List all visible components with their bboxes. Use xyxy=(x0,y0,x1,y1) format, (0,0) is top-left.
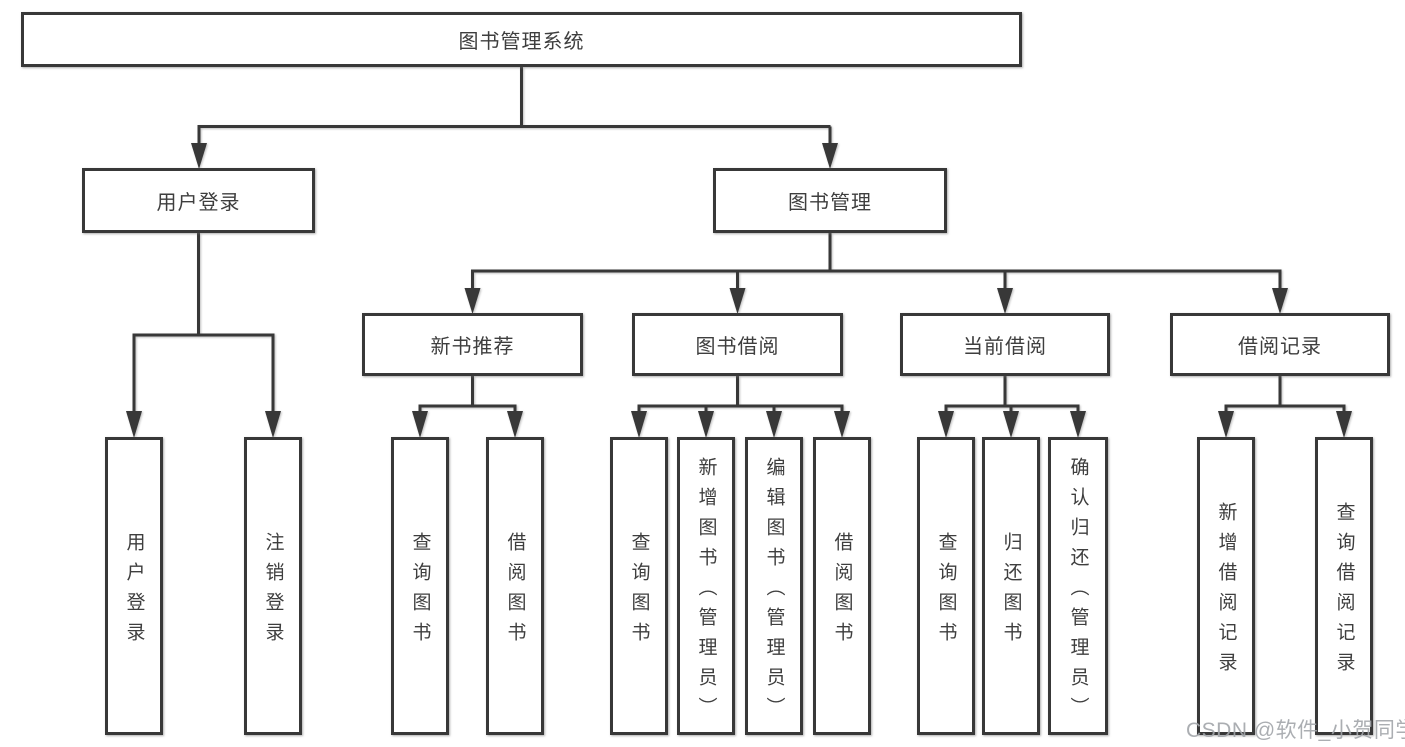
node-root-system: 图书管理系统 xyxy=(21,12,1022,67)
csdn-watermark: CSDN @软件_小贺同学 xyxy=(1186,719,1405,742)
leaf-edit-books-admin: 编辑图书（管理员） xyxy=(745,437,803,735)
leaf-label: 用户登录 xyxy=(123,531,145,652)
leaf-query-books-2: 查询图书 xyxy=(610,437,668,735)
leaf-label: 新增借阅记录 xyxy=(1215,501,1237,682)
leaf-label: 借阅图书 xyxy=(831,531,853,652)
node-label: 图书借阅 xyxy=(695,336,780,358)
leaf-label: 编辑图书（管理员） xyxy=(763,456,785,727)
node-label: 用户登录 xyxy=(156,192,241,214)
leaf-user-login: 用户登录 xyxy=(105,437,163,735)
leaf-label: 查询图书 xyxy=(935,531,957,652)
leaf-add-books-admin: 新增图书（管理员） xyxy=(677,437,735,735)
node-current-borrow: 当前借阅 xyxy=(900,313,1110,376)
leaf-query-books-3: 查询图书 xyxy=(917,437,975,735)
leaf-label: 注销登录 xyxy=(262,531,284,652)
leaf-add-borrow-record: 新增借阅记录 xyxy=(1197,437,1255,735)
node-new-book-recommend: 新书推荐 xyxy=(362,313,583,376)
leaf-label: 归还图书 xyxy=(1000,531,1022,652)
node-label: 图书管理 xyxy=(788,192,872,214)
node-borrow-records: 借阅记录 xyxy=(1170,313,1390,376)
leaf-label: 确认归还（管理员） xyxy=(1067,456,1089,727)
node-label: 当前借阅 xyxy=(963,336,1047,358)
leaf-logout: 注销登录 xyxy=(244,437,302,735)
node-label: 借阅记录 xyxy=(1238,336,1322,358)
node-book-management: 图书管理 xyxy=(713,168,947,233)
leaf-borrow-books-1: 借阅图书 xyxy=(486,437,544,735)
node-root-label: 图书管理系统 xyxy=(458,31,585,53)
leaf-label: 新增图书（管理员） xyxy=(695,456,717,727)
leaf-label: 借阅图书 xyxy=(504,531,526,652)
leaf-query-books-1: 查询图书 xyxy=(391,437,449,735)
node-label: 新书推荐 xyxy=(430,336,515,358)
leaf-label: 查询借阅记录 xyxy=(1333,501,1355,682)
node-book-borrow: 图书借阅 xyxy=(632,313,843,376)
leaf-borrow-books-2: 借阅图书 xyxy=(813,437,871,735)
leaf-return-books: 归还图书 xyxy=(982,437,1040,735)
leaf-label: 查询图书 xyxy=(409,531,431,652)
node-user-login-group: 用户登录 xyxy=(82,168,315,233)
leaf-confirm-return-admin: 确认归还（管理员） xyxy=(1048,437,1108,735)
leaf-label: 查询图书 xyxy=(628,531,650,652)
leaf-query-borrow-record: 查询借阅记录 xyxy=(1315,437,1373,735)
